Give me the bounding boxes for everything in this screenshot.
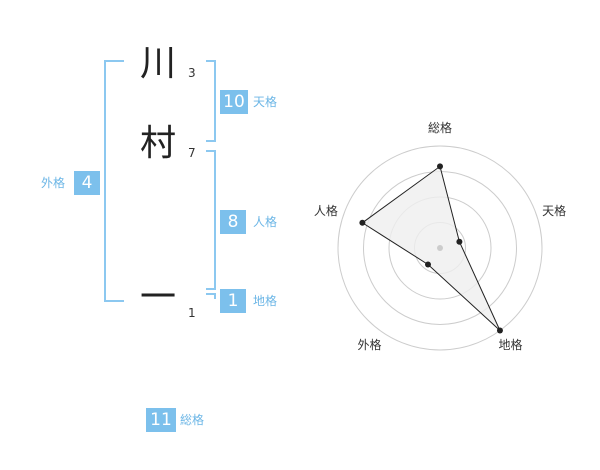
- tenkaku-bracket: [206, 60, 216, 142]
- radar-axis-label: 総格: [428, 120, 452, 135]
- radar-axis-label: 地格: [499, 337, 523, 352]
- radar-axis-label: 天格: [542, 203, 566, 218]
- stroke-count-1: 3: [188, 66, 196, 80]
- radar-data-point: [496, 327, 503, 334]
- name-char-1: 川: [140, 43, 177, 84]
- gaikaku-bracket: [104, 60, 124, 302]
- stroke-count-2: 7: [188, 146, 196, 160]
- chikaku-bracket: [206, 293, 216, 299]
- radar-data-point: [359, 219, 366, 226]
- soukaku-label: 総格: [180, 413, 205, 427]
- tenkaku-label: 天格: [253, 95, 278, 109]
- radar-center-point: [437, 245, 443, 251]
- jinkaku-label: 人格: [253, 215, 278, 229]
- radar-axis-label: 外格: [357, 337, 381, 352]
- radar-data-polygon: [361, 165, 501, 331]
- soukaku-value: 11: [146, 408, 176, 432]
- jinkaku-bracket: [206, 150, 216, 290]
- name-char-3: 一: [140, 277, 177, 318]
- radar-axis-label: 人格: [314, 203, 338, 218]
- radar-grid-ring: [337, 145, 543, 351]
- name-char-2: 村: [140, 123, 177, 164]
- gaikaku-label: 外格: [41, 176, 66, 190]
- chikaku-value: 1: [220, 289, 246, 313]
- radar-data-point: [456, 238, 463, 245]
- jinkaku-value: 8: [220, 210, 246, 234]
- chikaku-label: 地格: [253, 294, 278, 308]
- radar-data-point: [425, 261, 432, 268]
- stroke-count-3: 1: [188, 306, 196, 320]
- tenkaku-value: 10: [220, 90, 248, 114]
- radar-data-point: [437, 163, 443, 170]
- gaikaku-value: 4: [74, 171, 100, 195]
